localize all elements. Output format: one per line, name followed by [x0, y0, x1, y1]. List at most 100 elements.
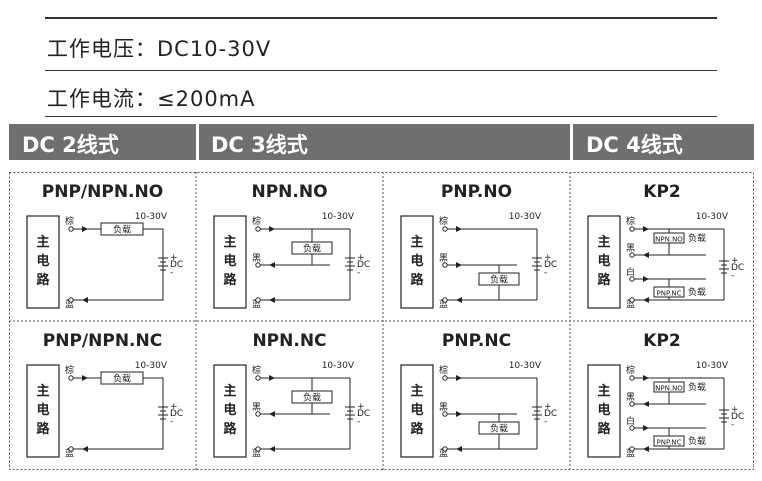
- main-circuit-block: [213, 364, 247, 458]
- arrow-mark: [643, 276, 649, 282]
- main-circuit-char: 路: [223, 421, 237, 437]
- supply-label: 10-30V: [135, 361, 168, 371]
- supply-label: 10-30V: [322, 361, 355, 371]
- battery-plus: +: [357, 402, 365, 412]
- main-circuit-block: [587, 215, 621, 309]
- terminal-dot: [629, 425, 635, 431]
- brown-wire-label: 棕: [65, 215, 74, 227]
- main-circuit-char: 主: [36, 383, 49, 399]
- white-wire-label: 白: [626, 266, 635, 278]
- arrow-mark: [456, 375, 462, 381]
- section-dc2: DC 2线式: [22, 133, 119, 157]
- battery-dc-label: DC: [544, 409, 557, 419]
- load-box-label: 负载: [490, 423, 508, 435]
- load-box-label: 负载: [303, 392, 321, 404]
- brown-wire-label: 棕: [626, 215, 635, 227]
- arrow-mark: [456, 226, 462, 232]
- panel-title: KP2: [643, 182, 680, 202]
- black-wire-label: 黑: [252, 402, 261, 413]
- terminal-dot: [629, 297, 635, 303]
- middle-rule: [45, 70, 717, 71]
- arrow-mark: [269, 262, 275, 268]
- blue-wire-label: 蓝: [626, 447, 635, 459]
- main-circuit-char: 电: [36, 253, 49, 269]
- battery-dc-label: DC: [731, 263, 744, 273]
- brown-wire-label: 棕: [439, 215, 448, 227]
- supply-label: 10-30V: [696, 212, 729, 222]
- blue-wire-label: 蓝: [65, 447, 74, 459]
- band-separator-1: [196, 124, 199, 160]
- battery-dc-label: DC: [357, 409, 370, 419]
- panel-title: NPN.NO: [251, 182, 327, 202]
- terminal-dot: [68, 375, 74, 381]
- main-circuit-char: 主: [223, 383, 236, 399]
- terminal-dot: [255, 375, 261, 381]
- brown-wire-label: 棕: [252, 215, 261, 227]
- wire: [73, 377, 164, 450]
- battery-plus: +: [731, 405, 739, 415]
- terminal-dot: [629, 375, 635, 381]
- battery-minus: -: [357, 417, 360, 427]
- black-wire-label: 黑: [252, 253, 261, 264]
- voltage-spec: 工作电压：DC10-30V: [47, 37, 272, 61]
- main-circuit-block: [213, 215, 247, 309]
- terminal-dot: [442, 297, 448, 303]
- arrow-mark: [643, 446, 649, 452]
- blue-wire-label: 蓝: [439, 298, 448, 310]
- arrow-mark: [643, 425, 649, 431]
- arrow-mark: [643, 226, 649, 232]
- arrow-mark: [456, 411, 462, 417]
- black-wire-label: 黑: [439, 253, 448, 264]
- black-wire-label: 黑: [626, 392, 635, 403]
- panel-title: PNP/NPN.NC: [43, 331, 162, 351]
- arrow-mark: [82, 375, 88, 381]
- wire: [73, 228, 164, 301]
- main-circuit-char: 电: [410, 402, 423, 418]
- arrow-mark: [456, 297, 462, 303]
- panel-title: PNP.NC: [442, 331, 511, 351]
- battery-plus: +: [544, 402, 552, 412]
- supply-label: 10-30V: [696, 361, 729, 371]
- black-wire-label: 黑: [439, 402, 448, 413]
- section-dc4: DC 4线式: [586, 133, 683, 157]
- main-circuit-char: 电: [410, 253, 423, 269]
- white-wire-label: 白: [626, 415, 635, 427]
- arrow-mark: [82, 226, 88, 232]
- battery-plus: +: [170, 402, 178, 412]
- arrow-mark: [643, 401, 649, 407]
- supply-label: 10-30V: [322, 212, 355, 222]
- terminal-dot: [629, 252, 635, 258]
- arrow-mark: [82, 297, 88, 303]
- main-circuit-char: 电: [597, 253, 610, 269]
- panel-title: PNP/NPN.NO: [42, 182, 163, 202]
- load-box-label: 负载: [113, 373, 131, 385]
- battery-minus: -: [544, 417, 547, 427]
- arrow-mark: [643, 252, 649, 258]
- main-circuit-char: 路: [36, 272, 50, 288]
- arrow-mark: [82, 446, 88, 452]
- main-circuit-block: [400, 364, 434, 458]
- load-box-label: 负载: [303, 243, 321, 255]
- arrow-mark: [269, 446, 275, 452]
- main-circuit-block: [587, 364, 621, 458]
- panel-title: NPN.NC: [252, 331, 326, 351]
- main-circuit-char: 电: [36, 402, 49, 418]
- arrow-mark: [269, 297, 275, 303]
- battery-plus: +: [731, 256, 739, 266]
- terminal-dot: [442, 262, 448, 268]
- pnp-nc-box-label: PNP.NC: [657, 290, 682, 298]
- terminal-dot: [442, 446, 448, 452]
- current-spec: 工作电流：≤200mA: [47, 87, 256, 111]
- blue-wire-label: 蓝: [439, 447, 448, 459]
- arrow-mark: [456, 262, 462, 268]
- terminal-dot: [68, 226, 74, 232]
- black-wire-label: 黑: [626, 243, 635, 254]
- battery-minus: -: [357, 268, 360, 278]
- blue-wire-label: 蓝: [65, 298, 74, 310]
- wiring-diagram: PNP/NPN.NO主电路10-30V棕蓝负载+DC-NPN.NO主电路10-3…: [9, 172, 754, 470]
- blue-wire-label: 蓝: [626, 298, 635, 310]
- main-circuit-char: 路: [36, 421, 50, 437]
- main-circuit-block: [26, 215, 60, 309]
